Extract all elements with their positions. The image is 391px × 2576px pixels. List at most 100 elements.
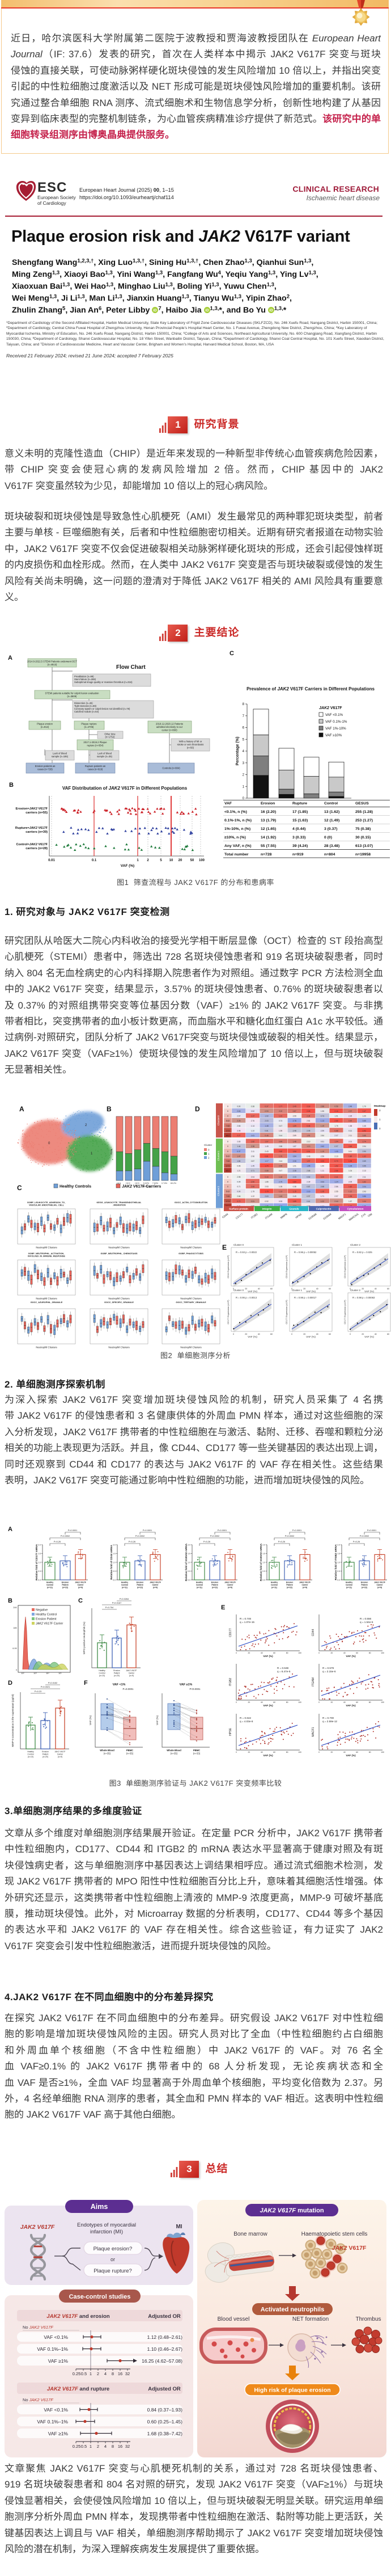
- svg-text:JAK2 V617F: JAK2 V617F: [126, 1669, 137, 1672]
- svg-text:2.68: 2.68: [321, 1186, 324, 1188]
- svg-text:80: 80: [286, 1701, 288, 1704]
- svg-text:P=0.754: P=0.754: [105, 1607, 113, 1609]
- svg-text:Control: Control: [28, 1753, 34, 1756]
- svg-text:28 (3.48): 28 (3.48): [324, 844, 339, 848]
- svg-text:R = 0.93 p = 0.0022: R = 0.93 p = 0.0022: [236, 1251, 257, 1254]
- svg-text:2.0: 2.0: [337, 1544, 340, 1546]
- svg-text:D: D: [195, 1105, 200, 1113]
- svg-text:Controls (n=804): Controls (n=804): [162, 767, 180, 770]
- svg-text:2.84: 2.84: [293, 1155, 296, 1157]
- svg-text:Cluster2: Cluster2: [217, 1186, 220, 1196]
- svg-text:P=0.0152: P=0.0152: [48, 1682, 57, 1684]
- svg-text:1.13: 1.13: [307, 1145, 310, 1148]
- svg-text:admitted electively to our: admitted electively to our: [156, 726, 183, 728]
- svg-text:<0.1%, n (%): <0.1%, n (%): [224, 810, 247, 814]
- svg-text:0.92: 0.92: [251, 1110, 254, 1112]
- svg-text:60: 60: [329, 1333, 331, 1335]
- svg-text:0: 0: [379, 1127, 381, 1130]
- svg-text:2.66: 2.66: [237, 1195, 240, 1198]
- svg-text:10⁵: 10⁵: [58, 1672, 62, 1675]
- svg-text:GOCC_AZUROPHIL_GRANULE: GOCC_AZUROPHIL_GRANULE: [31, 1301, 63, 1304]
- svg-text:0.87: 0.87: [251, 1160, 254, 1162]
- svg-text:0.86: 0.86: [363, 1195, 366, 1198]
- svg-text:2: 2: [97, 2371, 99, 2376]
- svg-text:0.25: 0.25: [73, 2371, 81, 2376]
- svg-text:0: 0: [233, 1333, 234, 1335]
- svg-text:1.79: 1.79: [363, 1105, 366, 1107]
- svg-text:Plaque erosion: Plaque erosion: [37, 723, 53, 726]
- svg-text:Cluster 0: Cluster 0: [233, 1243, 244, 1246]
- svg-text:60: 60: [387, 1288, 389, 1290]
- svg-text:1.44: 1.44: [237, 1145, 240, 1148]
- svg-text:P=0.0002: P=0.0002: [61, 1535, 70, 1537]
- svg-text:Total number: Total number: [224, 853, 249, 857]
- svg-text:VAF: VAF: [224, 802, 232, 806]
- svg-text:100: 100: [381, 1751, 384, 1753]
- svg-text:1.19: 1.19: [321, 1125, 324, 1127]
- svg-text:Cluster 1: Cluster 1: [292, 1289, 303, 1292]
- svg-text:ITGAM: ITGAM: [312, 1677, 315, 1687]
- svg-text:JAK2 V617F: JAK2 V617F: [332, 2245, 367, 2252]
- svg-text:0.38: 0.38: [293, 1186, 296, 1188]
- svg-text:Neutrophil Clusters: Neutrophil Clusters: [36, 1297, 57, 1300]
- svg-text:Control: Control: [196, 1584, 203, 1586]
- svg-text:iD: iD: [205, 309, 209, 313]
- svg-text:0.5: 0.5: [81, 2371, 87, 2376]
- svg-text:VAF (%): VAF (%): [306, 1290, 316, 1293]
- svg-text:2017.1-2019.2 Plaque: 2017.1-2019.2 Plaque: [83, 741, 107, 744]
- svg-text:2018.12-2020.12 Patients: 2018.12-2020.12 Patients: [156, 723, 183, 726]
- svg-text:Erosion: Erosion: [286, 1582, 294, 1584]
- svg-text:(n=9): (n=9): [377, 1587, 382, 1589]
- svg-text:Control=JAK2 V617F: Control=JAK2 V617F: [16, 843, 48, 846]
- svg-text:CD177 Expression (x10⁸): CD177 Expression (x10⁸): [227, 1300, 230, 1325]
- svg-text:20: 20: [331, 1701, 333, 1704]
- svg-text:R = 0.538: R = 0.538: [277, 1667, 288, 1669]
- svg-text:80: 80: [369, 1751, 371, 1753]
- svg-text:0.63: 0.63: [321, 1181, 324, 1183]
- svg-text:15 (1.63): 15 (1.63): [292, 819, 308, 823]
- svg-text:1.32: 1.32: [363, 1155, 366, 1157]
- svg-text:40: 40: [343, 1701, 346, 1704]
- svg-text:1.89: 1.89: [293, 1125, 296, 1127]
- svg-text:HC2: HC2: [126, 1182, 130, 1184]
- svg-text:1.86: 1.86: [265, 1181, 268, 1183]
- svg-text:60: 60: [270, 1288, 273, 1290]
- svg-text:1: 1: [379, 1118, 381, 1121]
- svg-text:P=0.0001: P=0.0001: [123, 1688, 134, 1690]
- svg-text:Neutrophil Clusters: Neutrophil Clusters: [180, 1246, 202, 1249]
- svg-text:1: 1: [137, 859, 139, 862]
- svg-text:2.86: 2.86: [334, 1120, 338, 1122]
- svg-text:17.5: 17.5: [226, 1129, 230, 1132]
- svg-text:cases (n=919): cases (n=919): [88, 768, 103, 771]
- svg-text:Control: Control: [46, 1584, 53, 1586]
- svg-text:3: 3: [379, 1109, 381, 1112]
- svg-text:0: 0: [227, 1110, 228, 1112]
- svg-text:P=0,26: P=0,26: [203, 1541, 210, 1543]
- svg-text:JAK2 V617F: JAK2 V617F: [75, 1582, 86, 1584]
- svg-text:Calprotectin: Calprotectin: [316, 1208, 332, 1211]
- svg-text:0.5: 0.5: [113, 1570, 116, 1572]
- svg-text:(n=9): (n=9): [78, 1587, 83, 1589]
- svg-text:Carrier: Carrier: [77, 1584, 84, 1586]
- svg-text:20: 20: [248, 1751, 250, 1753]
- svg-text:Erosion: Erosion: [113, 1669, 120, 1672]
- svg-text:5.02: 5.02: [226, 1155, 230, 1157]
- svg-text:(n=11): (n=11): [197, 1587, 202, 1589]
- svg-text:C: C: [78, 1597, 83, 1604]
- svg-text:(n=35): (n=35): [171, 1752, 178, 1755]
- svg-text:1.76: 1.76: [334, 1125, 338, 1127]
- svg-text:Healthy Control: Healthy Control: [36, 1613, 57, 1617]
- svg-text:Patient: Patient: [42, 1753, 49, 1756]
- svg-text:JAK2 V617F: JAK2 V617F: [20, 2224, 55, 2231]
- svg-text:0.99: 0.99: [237, 1181, 240, 1183]
- svg-text:Healthy: Healthy: [99, 1669, 105, 1672]
- svg-text:VAF (%): VAF (%): [248, 1290, 257, 1293]
- svg-text:Endotypes of myocardial: Endotypes of myocardial: [77, 2222, 136, 2228]
- svg-text:(n=35): (n=35): [126, 1752, 134, 1755]
- svg-text:80: 80: [286, 1652, 288, 1654]
- svg-text:P=0.0001: P=0.0001: [292, 1529, 301, 1532]
- svg-text:(n=33): (n=33): [193, 1752, 201, 1755]
- svg-text:Plaque erosion?: Plaque erosion?: [94, 2246, 133, 2252]
- svg-text:0.92: 0.92: [265, 1200, 268, 1203]
- svg-text:1.05: 1.05: [279, 1186, 282, 1188]
